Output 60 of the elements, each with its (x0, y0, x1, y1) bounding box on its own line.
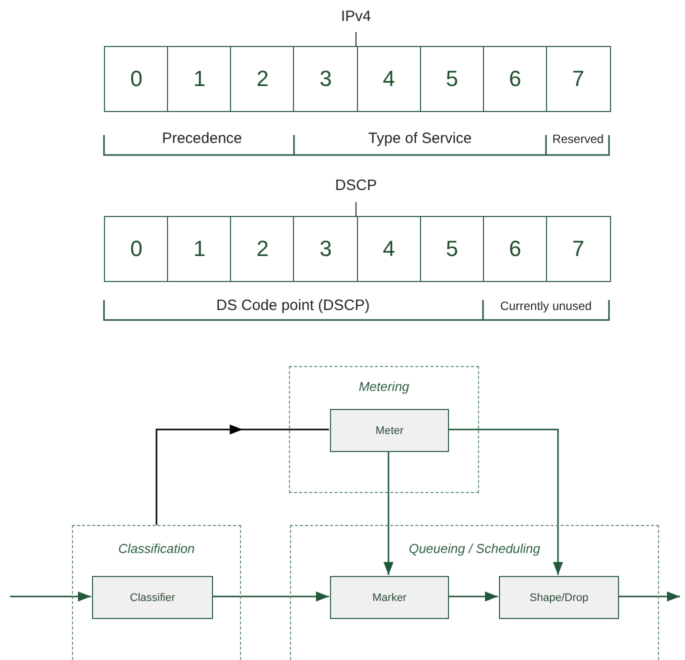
arrow (156, 424, 329, 525)
bit-number: 3 (320, 66, 332, 92)
box-label: Classifier (130, 592, 176, 604)
process-box (330, 576, 449, 619)
bit-cell (356, 46, 422, 112)
bit-cell (420, 216, 484, 282)
bit-cell (230, 216, 295, 282)
bit-cell (104, 46, 169, 112)
bit-cell (356, 216, 422, 282)
bit-number: 5 (446, 236, 458, 262)
bit-number: 1 (193, 236, 206, 262)
bit-cell (293, 216, 358, 282)
dashed-group (72, 525, 241, 660)
group-title: Classification (117, 541, 196, 556)
box-label: Meter (375, 424, 404, 436)
field-label: DSCP (335, 177, 377, 194)
arrow (448, 428, 563, 575)
field-label: IPv4 (341, 8, 371, 25)
bit-cell (546, 46, 610, 112)
field-label: DS Code point (DSCP) (216, 297, 370, 314)
dashed-group (289, 366, 479, 493)
bit-number: 0 (130, 236, 142, 262)
bit-cell (482, 216, 548, 282)
process-box (92, 576, 213, 619)
group-title: Metering (358, 379, 410, 394)
bit-cell (420, 46, 484, 112)
bit-number: 6 (508, 66, 522, 92)
bit-number: 1 (193, 66, 206, 92)
bit-cell (546, 216, 610, 282)
field-label: Currently unused (500, 299, 592, 313)
bit-number: 5 (446, 66, 458, 92)
dashed-group (290, 525, 659, 660)
field-label: Type of Service (368, 130, 472, 147)
process-box (499, 576, 619, 619)
bit-number: 3 (320, 236, 332, 262)
bit-number: 2 (256, 236, 269, 262)
arrow (10, 592, 91, 602)
bit-cell (230, 46, 295, 112)
arrow (618, 592, 680, 602)
bit-cell (167, 216, 232, 282)
bit-number: 4 (382, 236, 395, 262)
field-label: Precedence (162, 130, 242, 147)
box-label: Shape/Drop (530, 592, 588, 604)
box-label: Marker (372, 592, 407, 604)
bit-number: 4 (382, 66, 395, 92)
bit-cell (293, 46, 358, 112)
bit-number: 2 (256, 66, 269, 92)
bit-number: 0 (130, 66, 142, 92)
bit-cell (104, 216, 169, 282)
arrow (384, 451, 394, 575)
arrow (212, 592, 329, 602)
field-label: Reserved (552, 132, 604, 146)
bit-number: 6 (508, 236, 522, 262)
process-box (330, 409, 449, 452)
bit-cell (167, 46, 232, 112)
bit-cell (482, 46, 548, 112)
group-title: Queueing / Scheduling (408, 541, 542, 556)
arrow (448, 592, 498, 602)
bit-number: 7 (572, 66, 584, 92)
bit-number: 7 (572, 236, 584, 262)
